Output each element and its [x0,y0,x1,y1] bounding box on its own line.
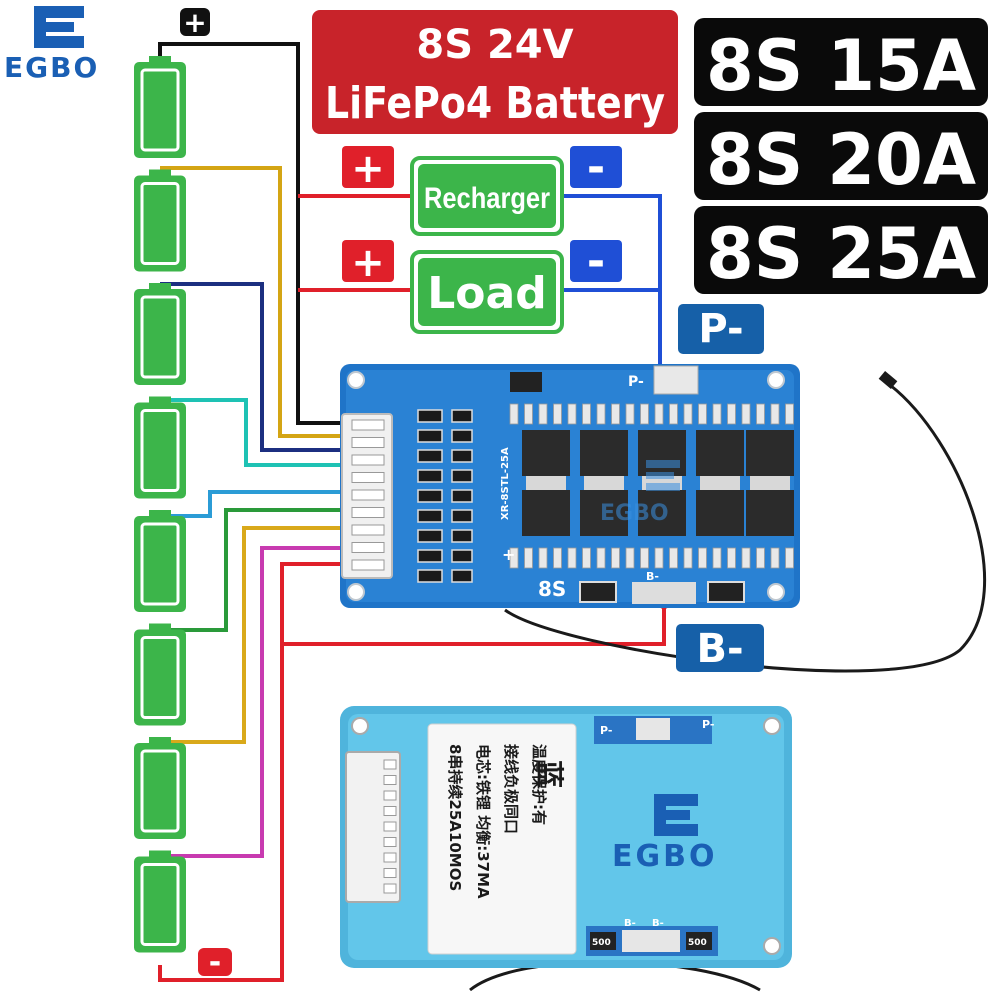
pcb-front-b-pad: B- [646,570,659,583]
p-minus-label-box: P- [678,304,764,354]
load-plus-badge: + [342,240,394,286]
wire-b3-teal [160,398,342,467]
wire-b4-sky [160,490,342,518]
load-minus-badge: - [570,236,622,287]
battery-cell [134,283,186,385]
title-box: 8S 24V LiFePo4 Battery [312,10,678,134]
recharger-plus-sign: + [351,146,385,192]
rating-15a: 8S 15A [706,25,976,107]
title-line1: 8S 24V [416,22,573,68]
bms-pcb-back: P- P- B- B- 500 500 蓝 8串持续25A10MOS 电芯:铁锂 均… [340,706,792,968]
battery-minus-terminal: - [198,945,232,980]
recharger-device: Recharger [410,156,564,236]
pcb-back-b-pad-2: B- [652,918,664,929]
wire-bminus [282,605,666,646]
battery-cell [134,510,186,612]
recharger-label: Recharger [424,182,550,215]
battery-plus-terminal: + [180,6,210,39]
load-label: Load [427,268,546,319]
thermistor-wire [504,383,986,673]
balance-wires [158,42,986,992]
battery-minus-label: - [209,945,221,980]
sticker-line: 电芯:铁锂 均衡:37MA [474,744,492,899]
pcb-back-b-pad-1: B- [624,918,636,929]
pcb-back-res-2: 500 [688,938,707,948]
sticker-line: 8串持续25A10MOS [446,744,464,891]
pcb-watermark-text: EGBO [600,501,669,526]
sticker-line: 接线负极同口 [502,744,520,834]
battery-cell [134,56,186,158]
rating-25a: 8S 25A [706,213,976,295]
pcb-back-p-pad-2: P- [702,718,714,731]
wire-b0-black [158,42,342,425]
pcb-front-plus: + [502,545,515,564]
title-line2: LiFePo4 Battery [325,78,665,129]
wire-b1-yellow [160,166,342,438]
pcb-watermark-logo: EGBO [600,460,680,526]
battery-cell [134,396,186,499]
battery-cell [134,850,186,953]
recharger-plus-badge: + [342,146,394,192]
recharger-minus-sign: - [587,142,605,193]
back-logo: EGBO [612,794,718,874]
battery-cell [134,169,186,272]
pcb-front-8s: 8S [538,577,566,601]
wire-b5-green [160,508,342,632]
battery-cell [134,623,186,726]
sticker-line: 温度保护:有 [530,744,548,825]
rating-box-15a [694,18,988,106]
wire-recharger-minus [562,194,662,378]
rating-box-20a [694,112,988,200]
b-minus-label: B- [696,626,743,672]
ratings: 8S 15A 8S 20A 8S 25A [694,18,988,295]
b-minus-label-box: B- [676,624,764,672]
wire-b8-red [158,562,342,982]
rating-20a: 8S 20A [706,119,976,201]
egbo-logo: EGBO [4,6,99,84]
recharger-minus-badge: - [570,142,622,193]
rating-box-25a [694,206,988,294]
wire-b7-magenta [160,546,342,858]
battery-cells [134,56,186,953]
pcb-front-p-pad: P- [628,374,644,390]
bms-pcb-front: P- XR-8STL-25A + 8S B- EGBO [340,364,800,608]
back-logo-text: EGBO [612,839,718,874]
load-device: Load [410,250,564,334]
wire-b6-gold [160,526,342,744]
pcb-front-model: XR-8STL-25A [500,447,511,520]
pcb-back-res-1: 500 [592,938,611,948]
p-minus-label: P- [698,306,743,352]
logo-text: EGBO [4,51,99,84]
load-plus-sign: + [351,240,385,286]
battery-cell [134,737,186,839]
wire-b2-navy [160,282,342,452]
battery-plus-label: + [183,6,206,39]
sticker-title: 蓝 [533,760,566,788]
pcb-back-p-pad-1: P- [600,724,612,737]
spec-sticker [427,723,577,955]
load-minus-sign: - [587,236,605,287]
